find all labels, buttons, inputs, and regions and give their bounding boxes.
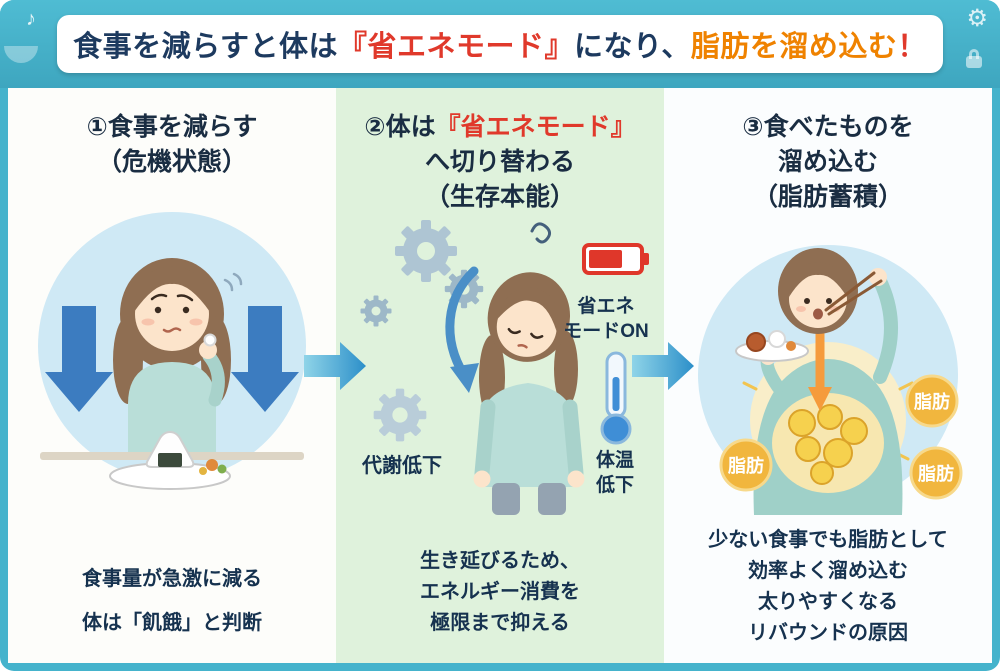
- title-part-orange: 脂肪を溜め込む: [690, 31, 898, 63]
- food-to-belly-arrow-icon: [808, 318, 832, 411]
- fat-bubble-label: 脂肪: [728, 455, 764, 476]
- flow-arrow-right: [632, 340, 696, 392]
- panel-step3-fat-storage: ③食べたものを 溜め込む （脂肪蓄積）: [664, 88, 992, 663]
- panel2-heading-dark: ②体は: [364, 113, 436, 141]
- temperature-label-line2: 低下: [595, 474, 634, 496]
- music-note-icon: ♪: [26, 8, 36, 30]
- panel2-caption-line1: 生き延びるため、: [420, 550, 580, 572]
- fat-blobs: [788, 404, 868, 485]
- title-exclamation: ！: [897, 31, 927, 63]
- curved-down-arrow-icon: [445, 266, 479, 393]
- panel3-heading-line1: ③食べたものを: [742, 113, 914, 141]
- meal-plate: [109, 430, 231, 490]
- tired-woman: [473, 272, 585, 515]
- fat-bubble: 脂肪: [909, 446, 963, 500]
- illustration-energy-save: 省エネ モードON 代謝低下 体温 低下: [340, 215, 660, 515]
- panel1-caption-line1: 食事量が急激に減る: [82, 568, 262, 590]
- panel3-heading-line2: 溜め込む: [777, 148, 878, 176]
- illustration-meal-reduction: [12, 184, 332, 528]
- page-title: 食事を減らすと体は『省エネモード』になり、脂肪を溜め込む！: [57, 15, 943, 73]
- low-battery-icon: [582, 243, 649, 275]
- glow-rays: [742, 381, 914, 461]
- worry-marks: [223, 272, 243, 292]
- panel1-heading-line2: （危機状態）: [96, 148, 247, 176]
- title-part-dark-2: になり、: [574, 31, 691, 63]
- temperature-label: 体温 低下: [574, 449, 656, 498]
- lock-icon: [966, 49, 982, 68]
- panel3-caption-line3: 太りやすくなる: [758, 591, 898, 613]
- panel2-heading-line3: （生存本能）: [424, 183, 575, 211]
- flow-arrow-right: [304, 340, 368, 392]
- fat-bubble-label: 脂肪: [918, 463, 954, 484]
- three-step-flow: ①食事を減らす （危機状態）: [8, 88, 992, 663]
- bowl-icon: [4, 46, 38, 63]
- panel3-captions: 少ない食事でも脂肪として 効率よく溜め込む 太りやすくなる リバウンドの原因: [708, 525, 947, 649]
- worried-woman: [113, 258, 231, 456]
- dizzy-squiggle: [530, 222, 552, 244]
- gear-icon: [360, 295, 392, 327]
- panel3-caption-line1: 少ない食事でも脂肪として: [708, 529, 948, 551]
- food-plate: [735, 330, 809, 362]
- panel2-heading-red: 『省エネモード』: [435, 113, 636, 141]
- panel2-caption-line2: エネルギー消費を: [420, 581, 580, 603]
- title-part-dark-1: 食事を減らすと体は: [73, 31, 339, 63]
- panel-step1-reduce-meals: ①食事を減らす （危機状態）: [8, 88, 336, 663]
- panel2-heading-line2: へ切り替わる: [424, 148, 575, 176]
- title-part-red: 『省エネモード』: [338, 31, 575, 63]
- eating-woman: [735, 248, 903, 515]
- gear-icon: ⚙: [966, 5, 988, 32]
- panel2-heading: ②体は『省エネモード』 へ切り替わる （生存本能）: [364, 110, 635, 215]
- fat-bubble: 脂肪: [905, 374, 959, 428]
- panel3-caption-line4: リバウンドの原因: [748, 622, 908, 644]
- gear-icon: [395, 220, 457, 282]
- battery-label-line2: モードON: [563, 320, 649, 342]
- panel1-heading-line1: ①食事を減らす: [86, 113, 258, 141]
- panel1-caption-line2: 体は「飢餓」と判断: [82, 612, 262, 634]
- battery-label-line1: 省エネ: [577, 296, 635, 317]
- panel2-captions: 生き延びるため、 エネルギー消費を 極限まで抑える: [420, 546, 580, 639]
- header-banner: ♪ ⚙ 食事を減らすと体は『省エネモード』になり、脂肪を溜め込む！: [0, 0, 1000, 88]
- panel3-caption-line2: 効率よく溜め込む: [748, 560, 908, 582]
- metabolism-label: 代謝低下: [362, 455, 442, 477]
- panel1-captions: 食事量が急激に減る 体は「飢餓」と判断: [82, 564, 262, 639]
- illustration-fat-storage-svg: 脂肪 脂肪 脂肪: [698, 245, 963, 515]
- panel1-heading: ①食事を減らす （危機状態）: [87, 110, 258, 180]
- illustration-energy-save-svg: [360, 220, 649, 515]
- illustration-meal-reduction-svg: [38, 212, 306, 490]
- panel3-heading: ③食べたものを 溜め込む （脂肪蓄積）: [742, 110, 913, 215]
- panel-step2-energy-save-mode: ②体は『省エネモード』 へ切り替わる （生存本能）: [336, 88, 664, 663]
- panel2-heading-line1: ②体は『省エネモード』: [364, 110, 635, 145]
- temperature-label-line1: 体温: [595, 450, 634, 471]
- panel3-heading-line3: （脂肪蓄積）: [752, 183, 903, 211]
- gear-icon: [373, 388, 427, 442]
- thermometer-icon: [600, 351, 632, 445]
- chopsticks-icon: [824, 271, 883, 316]
- fat-bubble-label: 脂肪: [914, 391, 950, 412]
- battery-label: 省エネ モードON: [550, 295, 662, 344]
- down-arrow-icon: [231, 306, 299, 412]
- fat-bubble: 脂肪: [719, 438, 773, 492]
- panel2-caption-line3: 極限まで抑える: [430, 612, 570, 634]
- down-arrow-icon: [45, 306, 113, 412]
- illustration-fat-storage: 脂肪 脂肪 脂肪: [668, 215, 988, 515]
